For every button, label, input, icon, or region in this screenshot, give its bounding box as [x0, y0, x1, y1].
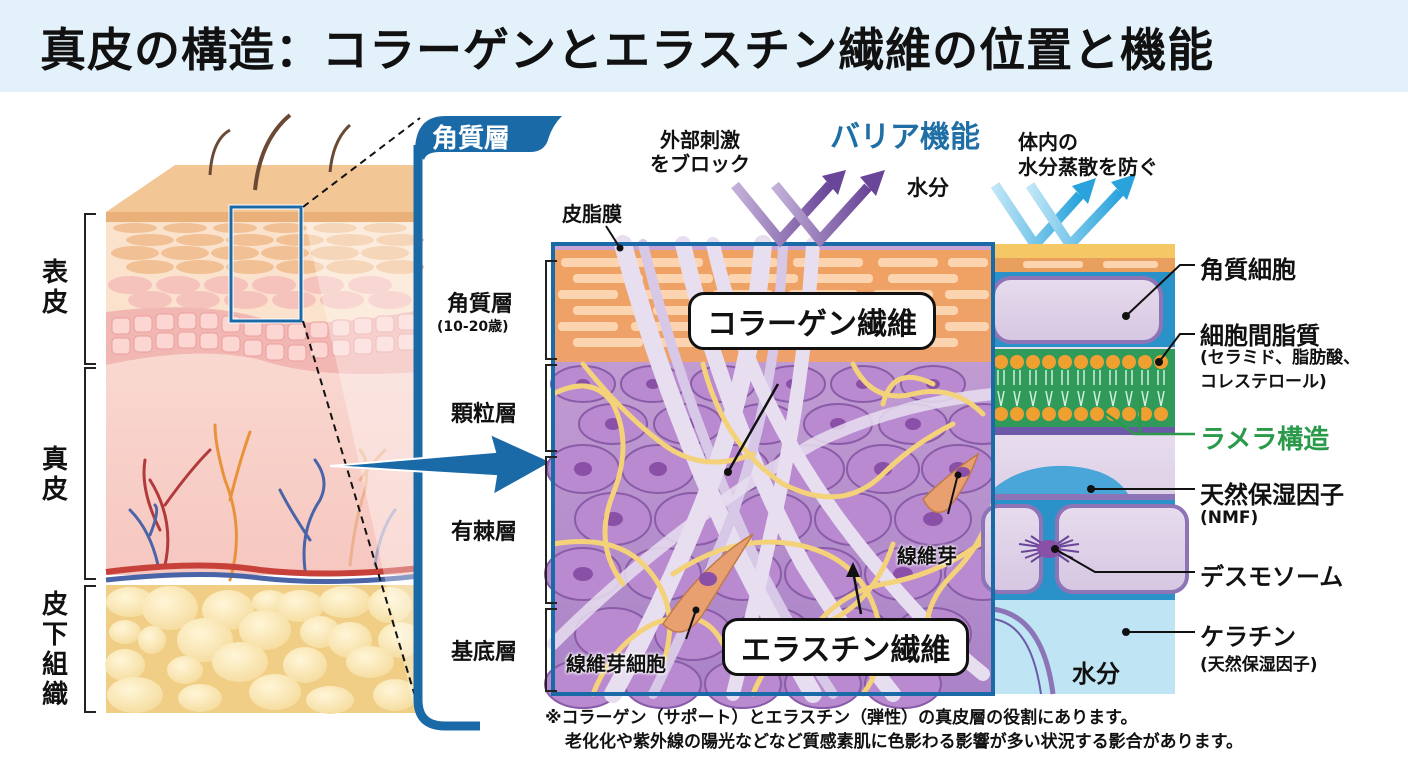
fibroblast-cell-label: 線維芽細胞 — [566, 652, 666, 676]
granular-bracket — [545, 364, 557, 452]
keratin-sub: (天然保湿因子) — [1200, 655, 1318, 675]
external-stimulus-label: 外部刺激 をブロック — [650, 128, 750, 176]
fibroblast-label: 線維芽 — [897, 544, 957, 568]
keratin-label: ケラチン — [1200, 623, 1296, 651]
barrier-structure-illustration — [981, 244, 1189, 695]
skin-block-illustration — [105, 113, 424, 714]
epidermis-label: 表皮 — [41, 258, 68, 318]
basal-layer-label: 基底層 — [451, 640, 518, 665]
spinous-bracket — [545, 456, 557, 604]
corneum-layer-label: 角質層 — [447, 292, 514, 317]
corneum-bracket — [545, 260, 557, 360]
intercellular-lipid-sub: (セラミド、脂肪酸、 コレステロール) — [1200, 348, 1361, 392]
spinous-layer-label: 有棘層 — [451, 520, 518, 545]
page-title: 真皮の構造：コラーゲンとエラスチン繊維の位置と機能 — [40, 23, 1215, 77]
dermis-label: 真皮 — [41, 445, 68, 505]
desmosome-label: デスモソーム — [1200, 563, 1344, 591]
evaporation-label: 体内の 水分蒸散を防ぐ — [1018, 130, 1158, 179]
intercellular-lipid-label: 細胞間脂質 — [1200, 322, 1320, 350]
subcutaneous-bracket — [84, 585, 96, 713]
nmf-label: 天然保湿因子 — [1200, 481, 1344, 509]
footnote-line-2: 老化化や紫外線の陽光などなど質感素肌に色影わる影響が多い状況する影合があります。 — [565, 732, 1243, 752]
dermis-bracket — [84, 367, 96, 580]
basal-bracket — [545, 608, 557, 692]
water-label-top: 水分 — [907, 176, 949, 200]
subcutaneous-label: 皮下組織 — [41, 590, 68, 710]
sebum-label: 皮脂膜 — [562, 202, 622, 226]
footnote: ※コラーゲン（サポート）とエラスチン（弾性）の真皮層の役割にあります。 老化化や… — [545, 706, 1243, 754]
granular-layer-label: 顆粒層 — [451, 402, 518, 427]
water-label-bottom: 水分 — [1072, 660, 1120, 688]
nmf-sub: (NMF) — [1200, 508, 1259, 528]
epidermis-bracket — [84, 213, 96, 365]
corneum-layer-sublabel: (10-20歳) — [437, 319, 509, 335]
lamellar-structure-label: ラメラ構造 — [1200, 425, 1330, 455]
elastin-callout: エラスチン繊維 — [722, 618, 970, 676]
stratum-corneum-tab: 角質層 — [432, 124, 511, 154]
corneocyte-label: 角質細胞 — [1200, 256, 1296, 284]
footnote-line-1: ※コラーゲン（サポート）とエラスチン（弾性）の真皮層の役割にあります。 — [545, 708, 1138, 728]
barrier-function-title: バリア機能 — [830, 120, 980, 155]
title-banner: 真皮の構造：コラーゲンとエラスチン繊維の位置と機能 — [0, 0, 1408, 92]
collagen-callout: コラーゲン繊維 — [688, 292, 936, 350]
